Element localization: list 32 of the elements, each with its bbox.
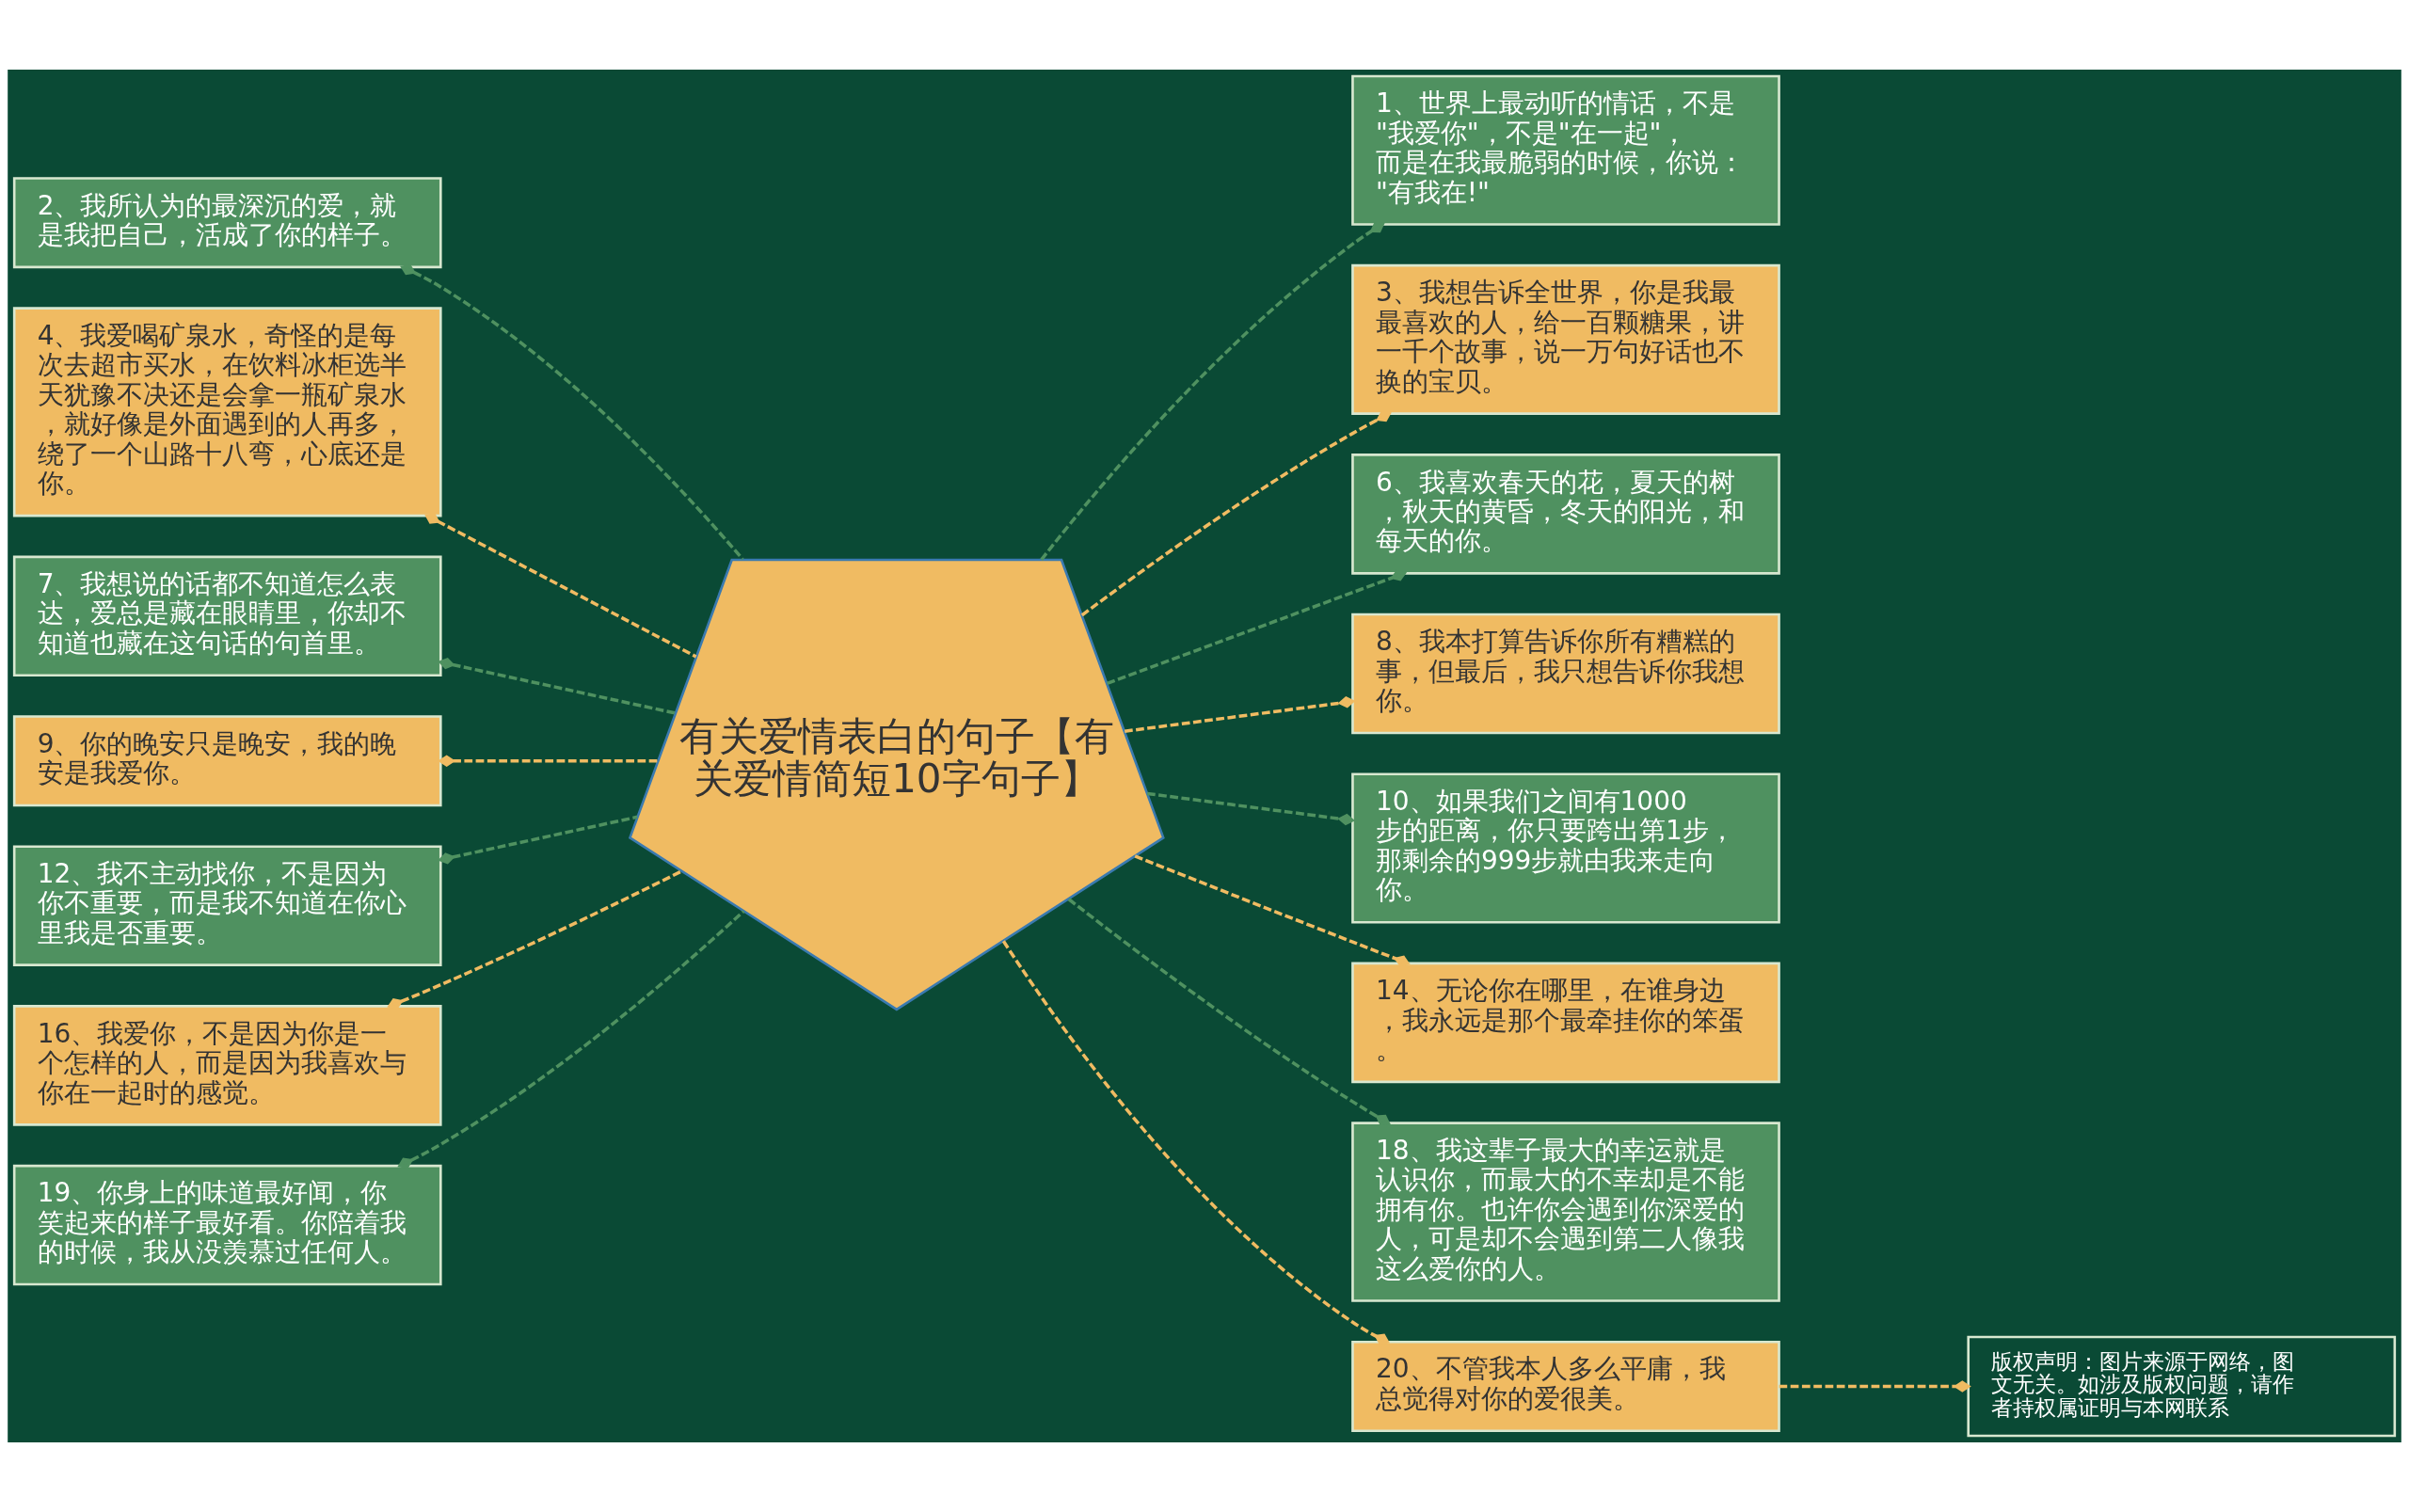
- node-box: 4、我爱喝矿泉水，奇怪的是每次去超市买水，在饮料冰柜选半天犹豫不决还是会拿一瓶矿泉水，就好像是外面遇到的人再多，绕了一个山路十八弯，心底还是你。: [12, 307, 442, 517]
- node-box: 20、不管我本人多么平庸，我总觉得对你的爱很美。: [1351, 1341, 1780, 1433]
- node-box: 3、我想告诉全世界，你是我最最喜欢的人，给一百颗糖果，讲一千个故事，说一万句好话也不换的宝贝。: [1351, 263, 1780, 415]
- connector: [1001, 940, 1391, 1345]
- node-box: 2、我所认为的最深沉的爱，就是我把自己，活成了你的样子。: [12, 177, 442, 269]
- node-box: 10、如果我们之间有1000步的距离，你只要跨出第1步，那剩余的999步就由我来走向你。: [1351, 772, 1780, 924]
- node-box: 14、无论你在哪里，在谁身边，我永远是那个最牵挂你的笨蛋。: [1351, 962, 1780, 1084]
- connector: [1779, 1380, 1971, 1393]
- node-box: 1、世界上最动听的情话，不是"我爱你"，不是"在一起"，而是在我最脆弱的时候，你说："有我在!": [1351, 74, 1780, 226]
- node-box: 版权声明：图片来源于网络，图文无关。如涉及版权问题，请作者持权属证明与本网联系: [1967, 1335, 2397, 1438]
- node-box: 19、你身上的味道最好闻，你笑起来的样子最好看。你陪着我的时候，我从没羡慕过任何人。: [12, 1164, 442, 1286]
- connector: [1067, 898, 1391, 1125]
- connector: [397, 910, 745, 1169]
- node-box: 8、我本打算告诉你所有糟糕的事，但最后，我只想告诉你我想你。: [1351, 613, 1780, 735]
- connector: [1080, 411, 1392, 617]
- connector: [1040, 222, 1385, 561]
- connector: [1106, 569, 1408, 686]
- node-box: 7、我想说的话都不知道怎么表达，爱总是藏在眼睛里，你却不知道也藏在这句话的句首里。: [12, 555, 442, 677]
- connector: [438, 755, 659, 768]
- node-box: 18、我这辈子最大的幸运就是认识你，而最大的不幸却是不能拥有你。也许你会遇到你深爱的人，可是却不会遇到第二人像我这么爱你的人。: [1351, 1122, 1780, 1302]
- node-box: 16、我爱你，不是因为你是一个怎样的人，而是因为我喜欢与你在一起时的感觉。: [12, 1005, 442, 1126]
- connector: [1146, 791, 1356, 826]
- node-box: 6、我喜欢春天的花，夏天的树，秋天的黄昏，冬天的阳光，和每天的你。: [1351, 454, 1780, 575]
- connector: [1134, 854, 1411, 967]
- connector: [387, 869, 682, 1010]
- connector: [438, 815, 638, 865]
- node-box: 9、你的晚安只是晚安，我的晚安是我爱你。: [12, 715, 442, 807]
- connector: [400, 263, 744, 561]
- node-box: 12、我不主动找你，不是因为你不重要，而是我不知道在你心里我是否重要。: [12, 845, 442, 966]
- connector: [424, 513, 697, 659]
- connector: [1124, 696, 1356, 733]
- connector: [438, 657, 677, 715]
